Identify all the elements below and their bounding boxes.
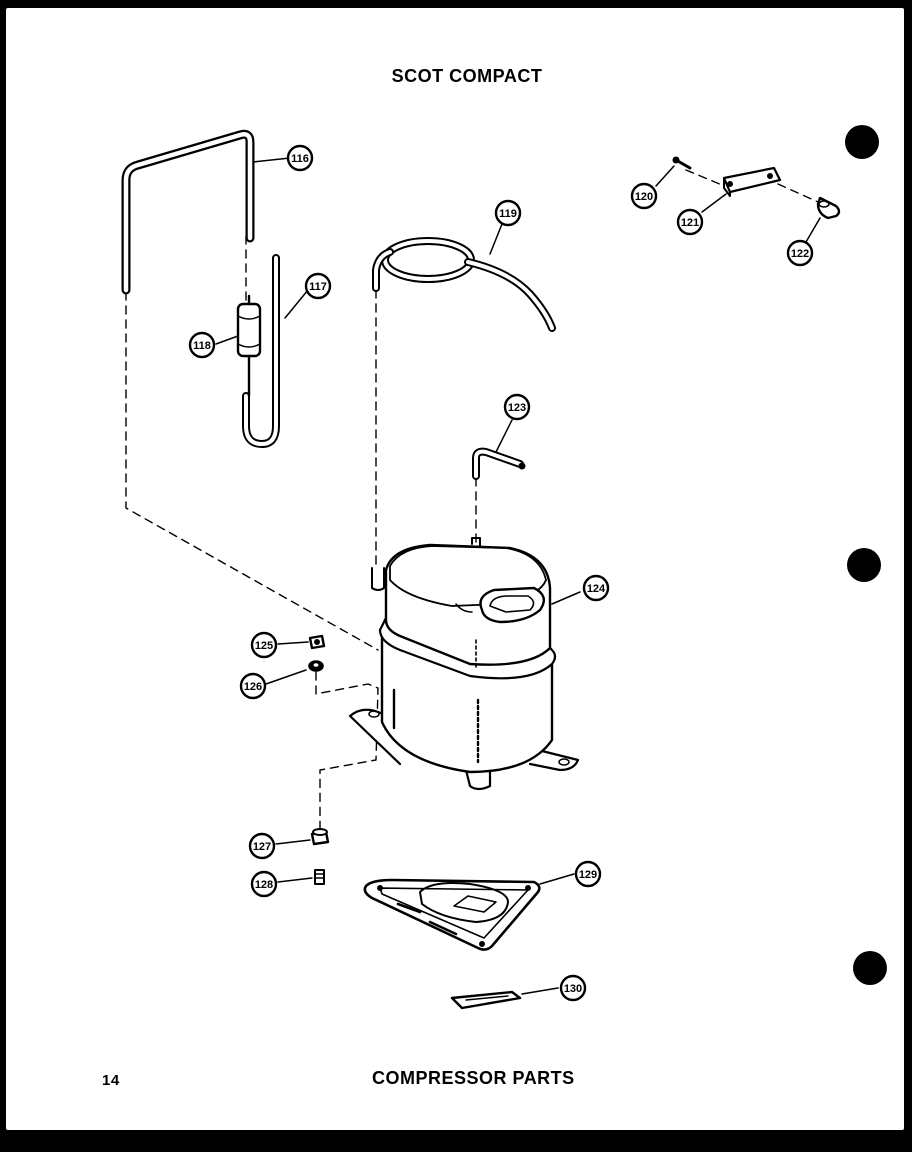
callout-128-circle: [250, 870, 278, 898]
callout-128: 128: [255, 879, 273, 891]
discharge-coil-119: [372, 223, 556, 332]
page-title: SCOT COMPACT: [391, 66, 543, 86]
assembly-lines: [125, 169, 819, 833]
callout-117: 117: [309, 281, 327, 293]
callout-129: 129: [579, 869, 597, 881]
callout-120-circle: [630, 182, 658, 210]
callout-119-circle: [494, 199, 522, 227]
callout-123: 123: [508, 402, 526, 414]
callout-117-circle: [304, 272, 332, 300]
callout-116: 116: [291, 153, 309, 165]
binder-hole-middle: [847, 548, 881, 582]
callout-126: 126: [244, 681, 262, 693]
binder-hole-top: [845, 125, 879, 159]
base-plate-129: [363, 873, 575, 951]
callout-124: 124: [587, 583, 606, 595]
callout-130: 130: [564, 983, 582, 995]
callout-123-circle: [503, 393, 531, 421]
callout-119: 119: [499, 208, 517, 220]
callout-118-circle: [188, 331, 216, 359]
callout-122-circle: [786, 239, 814, 267]
callout-120: 120: [635, 191, 653, 203]
callout-118: 118: [193, 340, 211, 352]
page-number: 14: [102, 1072, 120, 1089]
spacer-128: [277, 869, 325, 885]
suction-tube-116: [121, 129, 291, 295]
callout-labels: 116 117 118 119 120 121 122 123 124 125 …: [193, 153, 809, 995]
callout-129-circle: [574, 860, 602, 888]
capillary-tube-117: [242, 254, 309, 448]
callout-125-circle: [250, 631, 278, 659]
section-caption: COMPRESSOR PARTS: [372, 1068, 575, 1088]
nut-125: [277, 634, 326, 650]
process-tube-123: [472, 419, 526, 480]
callout-130-circle: [559, 974, 587, 1002]
compressor-124: [348, 537, 581, 791]
callout-127: 127: [253, 841, 271, 853]
callout-122: 122: [791, 248, 809, 260]
grommet-127: [275, 828, 330, 846]
callout-127-circle: [248, 832, 276, 860]
bracket-121: [701, 166, 782, 213]
callout-121-circle: [676, 208, 704, 236]
drier-118: [215, 294, 262, 398]
callout-126-circle: [239, 672, 267, 700]
callout-116-circle: [286, 144, 314, 172]
callout-124-circle: [582, 574, 610, 602]
callout-121: 121: [681, 217, 699, 229]
screw-120: [655, 156, 692, 187]
washer-126: [265, 660, 324, 685]
binder-hole-bottom: [853, 951, 887, 985]
grommet-122: [805, 196, 841, 243]
clip-130: [450, 987, 559, 1010]
callout-markers: [188, 144, 814, 1002]
callout-125: 125: [255, 640, 273, 652]
